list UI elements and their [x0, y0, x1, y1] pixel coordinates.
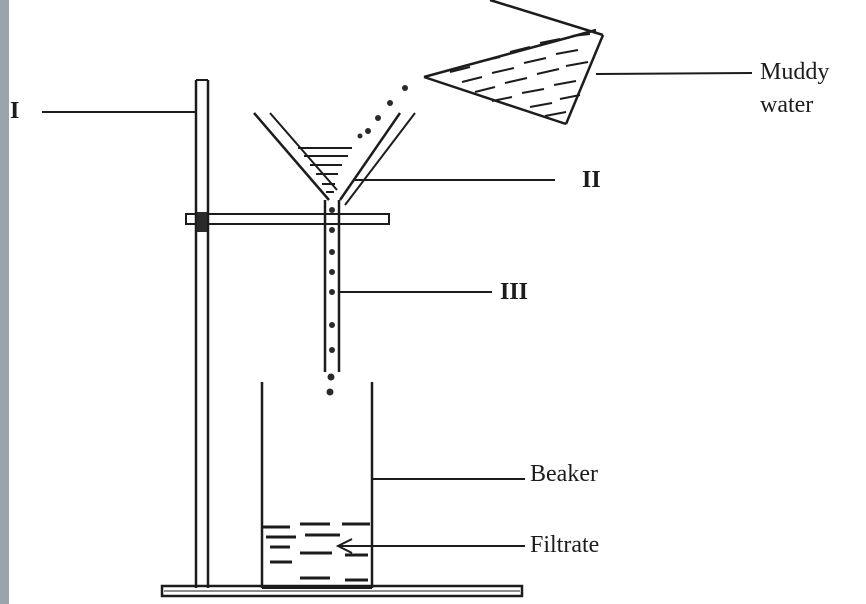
label-muddy-water: Muddy water: [760, 56, 860, 122]
water-drops: [326, 85, 408, 396]
left-edge-strip: [0, 0, 9, 604]
label-filter-paper: II: [582, 167, 601, 193]
label-muddy-water-line1: Muddy: [760, 59, 830, 85]
leader-lines: [42, 72, 753, 547]
funnel-stem: [323, 200, 341, 372]
pouring-muddy-water: [449, 33, 591, 117]
receiving-beaker: [260, 382, 374, 589]
label-muddy-water-line2: water: [760, 92, 814, 118]
leader-muddy-water: [595, 72, 753, 75]
funnel: [253, 112, 416, 206]
filtrate-arrowhead: [335, 538, 353, 554]
label-stand: I: [10, 98, 20, 124]
filtrate-liquid: [262, 522, 370, 582]
label-funnel-stem: III: [500, 279, 529, 305]
clamp: [185, 212, 390, 232]
label-beaker: Beaker: [530, 461, 598, 487]
stand-base: [160, 584, 524, 598]
stand-rod: [194, 79, 210, 588]
label-filtrate: Filtrate: [530, 532, 600, 558]
pouring-beaker: [423, 0, 605, 126]
funnel-muddy-water: [298, 147, 352, 193]
